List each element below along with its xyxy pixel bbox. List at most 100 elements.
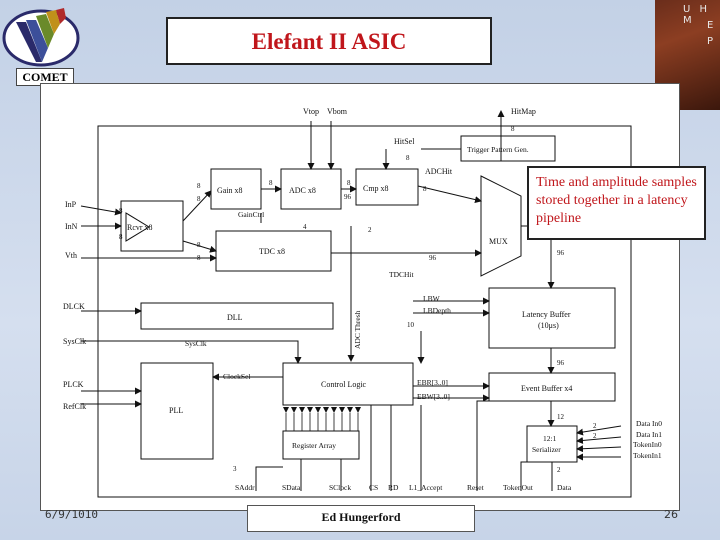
bus-width: 2 (593, 422, 597, 430)
pll-label: PLL (169, 406, 183, 415)
label-hitmap: HitMap (511, 107, 536, 116)
bottom-data: Data (557, 483, 572, 492)
output-token-in1: TokenIn1 (633, 451, 662, 460)
trigger-block (460, 135, 556, 162)
bottom-sclock: SClock (329, 483, 351, 492)
org-letters-row2: E (707, 20, 717, 31)
bottom-sdata: SData (282, 483, 301, 492)
bus-width: 2 (368, 226, 372, 234)
gain-block (210, 168, 262, 210)
gain-label: Gain x8 (217, 186, 243, 195)
rcvr-amp-icon (125, 212, 150, 242)
cmp-block (355, 168, 419, 206)
tdc-block (215, 230, 332, 272)
cougar-logo-icon: U H M E P (655, 0, 720, 110)
control-label: Control Logic (321, 380, 367, 389)
input-refclk: RefClk (63, 402, 86, 411)
bus-width: 10 (407, 321, 415, 329)
output-token-in0: TokenIn0 (633, 440, 662, 449)
rcvr-label: Rcvr x8 (127, 223, 153, 232)
input-vth: Vth (65, 251, 77, 260)
bus-width: 8 (197, 254, 201, 262)
adc-block (280, 168, 342, 210)
bottom-reset: Reset (467, 483, 485, 492)
callout-text: Time and amplitude samples stored togeth… (536, 175, 697, 226)
rcvr-block (120, 200, 184, 252)
label-vbom: Vbom (327, 107, 348, 116)
bus-width: 8 (406, 154, 410, 162)
trigger-label: Trigger Pattern Gen. (467, 145, 529, 154)
signal-adc-thresh: ADC Thresh (353, 310, 362, 349)
bus-width: 8 (511, 125, 515, 133)
org-letters-row1: U H M (683, 4, 711, 26)
input-sysclk: SysClk (63, 337, 86, 346)
signal-clocksel: ClockSel (223, 372, 251, 381)
bus-width: 8 (119, 233, 123, 241)
signal-gainctrl: GainCtrl (238, 210, 264, 219)
callout-box: Time and amplitude samples stored togeth… (527, 166, 706, 240)
signal-sysclk-int: SysClk (185, 339, 207, 348)
bottom-saddr: SAddr (235, 483, 255, 492)
bus-width: 8 (197, 241, 201, 249)
dll-label: DLL (227, 313, 243, 322)
footer-date: 6/9/1010 (45, 508, 98, 521)
bottom-l1-accept: L1_Accept (409, 483, 443, 492)
signal-ebw: EBW[3..0] (417, 392, 450, 401)
diagram-panel: Rcvr x8 Gain x8 ADC x8 Cmp x8 Trigger Pa… (40, 83, 680, 511)
bus-width: 96 (557, 359, 565, 367)
bus-width: 96 (344, 193, 352, 201)
dll-block (140, 302, 334, 330)
label-adchit: ADCHit (425, 167, 453, 176)
tdc-label: TDC x8 (259, 247, 285, 256)
pll-block (140, 362, 214, 460)
org-letters-row3: P (707, 36, 717, 47)
bus-width: 2 (593, 432, 597, 440)
asic-block-diagram: Rcvr x8 Gain x8 ADC x8 Cmp x8 Trigger Pa… (63, 107, 662, 498)
latency-sub-label: (10μs) (538, 321, 559, 330)
label-vtop: Vtop (303, 107, 319, 116)
register-array-block (282, 430, 360, 460)
output-data-in1: Data In1 (636, 430, 662, 439)
bus-width: 8 (197, 182, 201, 190)
output-data-in0: Data In0 (636, 419, 662, 428)
bus-width: 96 (429, 254, 437, 262)
bottom-rd: RD (388, 483, 399, 492)
page-title: Elefant II ASIC (251, 29, 407, 54)
adc-label: ADC x8 (289, 186, 316, 195)
bus-width: 12 (557, 413, 565, 421)
latency-label: Latency Buffer (522, 310, 571, 319)
control-logic-block (282, 362, 414, 406)
footer-author-box: Ed Hungerford (247, 505, 475, 532)
bus-width: 96 (557, 249, 565, 257)
mux-label: MUX (489, 237, 508, 246)
input-inp: InP (65, 200, 77, 209)
bottom-tokenout: TokenOut (503, 483, 534, 492)
footer-page-number: 26 (664, 508, 678, 521)
cmp-label: Cmp x8 (363, 184, 389, 193)
input-dlck: DLCK (63, 302, 85, 311)
signal-ebr: EBR[3..0] (417, 378, 448, 387)
bottom-cs: CS (369, 483, 378, 492)
bus-width: 2 (557, 466, 561, 474)
label-hitsel: HitSel (394, 137, 415, 146)
bus-width: 4 (303, 223, 307, 231)
footer-author: Ed Hungerford (321, 510, 401, 524)
bus-width: 8 (119, 207, 123, 215)
signal-lbw: LBW (423, 294, 441, 303)
input-inn: InN (65, 222, 78, 231)
latency-buffer-block (488, 287, 616, 349)
serializer-block (526, 425, 578, 463)
bus-width: 8 (423, 185, 427, 193)
serializer-sub-label: Serializer (532, 445, 561, 454)
bus-width: 3 (233, 465, 237, 473)
comet-badge: COMET (16, 68, 74, 86)
bus-width: 8 (269, 179, 273, 187)
signal-tdchit: TDCHit (389, 270, 415, 279)
input-plck: PLCK (63, 380, 84, 389)
bus-width: 8 (347, 179, 351, 187)
signal-lbdepth: LBDepth (423, 306, 451, 315)
event-label: Event Buffer x4 (521, 384, 572, 393)
serializer-label: 12:1 (543, 434, 557, 443)
bus-width: 8 (197, 195, 201, 203)
mux-block (480, 175, 522, 277)
